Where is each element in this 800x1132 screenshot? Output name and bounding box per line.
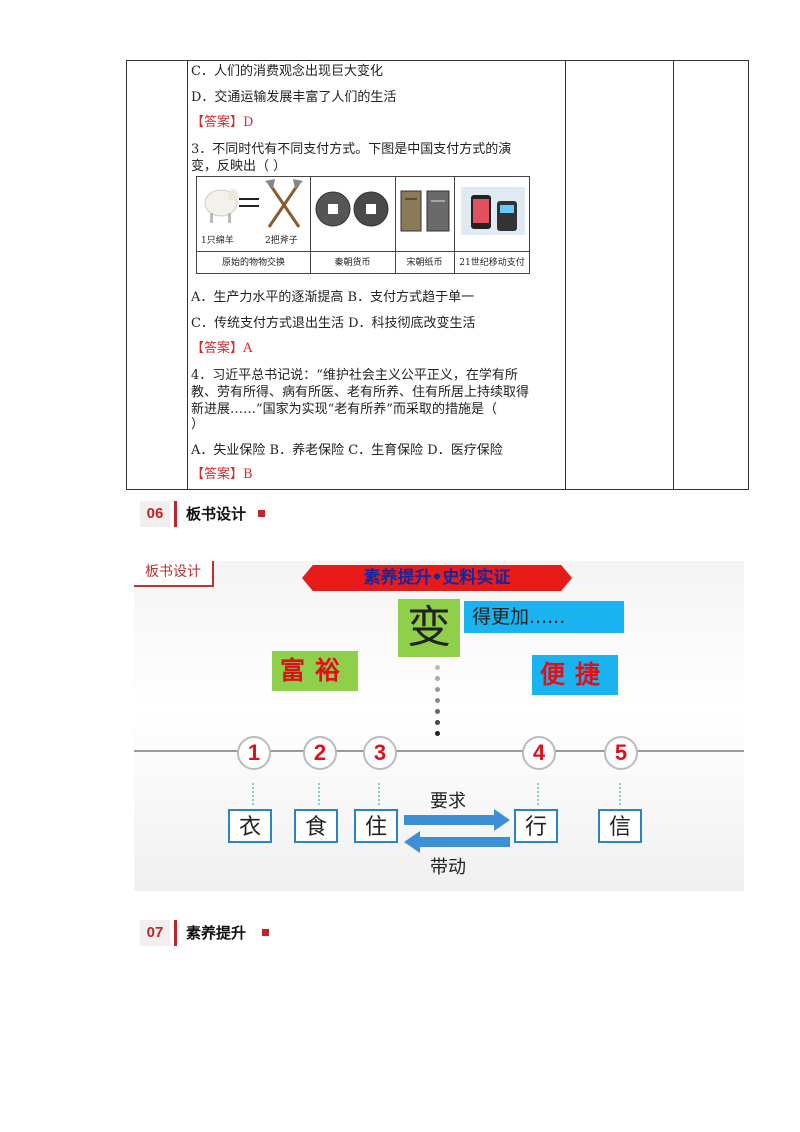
- sheep-label: 1只绵羊: [201, 236, 234, 246]
- double-arrow-icon: [404, 809, 510, 853]
- square-icon: [262, 929, 269, 936]
- paper-money-icon: [400, 190, 450, 232]
- answer-text: 【答案】A: [191, 341, 253, 356]
- figure-caption: 宋朝纸币: [406, 258, 443, 268]
- option-line: D．交通运输发展丰富了人们的生活: [191, 90, 397, 105]
- word-box: 住: [354, 809, 398, 843]
- mobile-payment-icon: [461, 187, 525, 235]
- figure-caption: 21世纪移动支付: [459, 258, 525, 268]
- arrow-label-bottom: 带动: [430, 857, 466, 878]
- answer-text: 【答案】B: [191, 467, 253, 482]
- number-marker: 4: [522, 736, 556, 770]
- arrow-label-top: 要求: [430, 791, 466, 812]
- word-box: 食: [294, 809, 338, 843]
- question-text: 3．不同时代有不同支付方式。下图是中国支付方式的演: [191, 142, 512, 157]
- sheep-icon: [204, 189, 238, 223]
- number-marker: 1: [237, 736, 271, 770]
- number-marker: 5: [604, 736, 638, 770]
- barter-panel: [197, 177, 311, 273]
- question-text: 教、劳有所得、病有所医、老有所养、住有所居上持续取得: [191, 385, 530, 400]
- option-line: C．传统支付方式退出生活 D．科技彻底改变生活: [191, 316, 476, 331]
- question-text: 4．习近平总书记说：“维护社会主义公平正义，在学有所: [191, 368, 518, 383]
- coin-icon: [315, 191, 389, 227]
- question-text: 变，反映出（ ）: [191, 159, 287, 174]
- change-box: 变: [398, 599, 460, 657]
- number-marker: 2: [303, 736, 337, 770]
- payment-evolution-figure: 1只绵羊 2把斧子 原始的物物交换 秦朝货币 宋朝纸币 21世纪移动支付: [196, 176, 530, 274]
- number-marker: 3: [363, 736, 397, 770]
- word-box: 衣: [228, 809, 272, 843]
- question-table: C．人们的消费观念出现巨大变化 D．交通运输发展丰富了人们的生活 【答案】D 3…: [126, 60, 749, 490]
- word-box: 信: [598, 809, 642, 843]
- convenient-box: 便捷: [532, 655, 618, 695]
- table-divider: [187, 61, 188, 489]
- question-text: 新进展……”国家为实现“老有所养”而采取的措施是（: [191, 402, 497, 417]
- option-line: A．失业保险 B．养老保险 C．生育保险 D．医疗保险: [191, 443, 503, 458]
- word-box: 行: [514, 809, 558, 843]
- song-paper-panel: [395, 177, 455, 273]
- board-tag: 板书设计: [134, 561, 214, 587]
- section-title: 素养提升: [186, 924, 247, 942]
- figure-caption: 原始的物物交换: [221, 258, 285, 268]
- board-banner: 素养提升•史料实证: [302, 565, 572, 591]
- figure-caption: 秦朝货币: [334, 258, 371, 268]
- equals-icon: [239, 198, 259, 207]
- answer-text: 【答案】D: [191, 115, 254, 130]
- axe-icon: [265, 179, 303, 228]
- board-design-image: 板书设计 素养提升•史料实证 变 得更加...... 富裕 便捷 1 2 3 4…: [134, 561, 744, 891]
- section-number: 07: [140, 920, 170, 946]
- question-text: ）: [191, 417, 205, 432]
- table-divider: [673, 61, 674, 489]
- timeline: [134, 750, 744, 752]
- table-divider: [565, 61, 566, 489]
- section-number: 06: [140, 501, 170, 527]
- more-box: 得更加......: [464, 601, 624, 633]
- option-line: A．生产力水平的逐渐提高 B．支付方式趋于单一: [191, 290, 475, 305]
- section-title: 板书设计: [186, 505, 247, 523]
- qin-coin-panel: [310, 177, 396, 273]
- square-icon: [258, 510, 265, 517]
- rich-box: 富裕: [272, 651, 358, 691]
- option-line: C．人们的消费观念出现巨大变化: [191, 64, 383, 79]
- axe-label: 2把斧子: [265, 236, 298, 246]
